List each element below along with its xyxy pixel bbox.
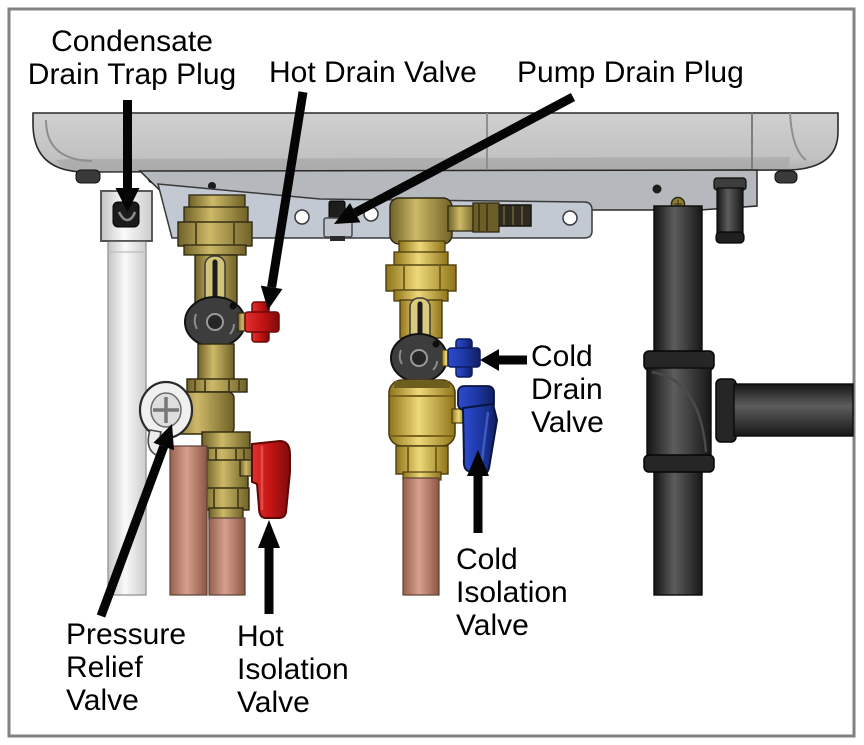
- label-hot-isolation-valve: Hot Isolation Valve: [237, 620, 349, 719]
- gas-pipe: [643, 177, 854, 596]
- pump-drain-plug-arrow: [334, 93, 576, 224]
- pump-body-part: [496, 204, 532, 227]
- prv-discharge-pipe: [169, 445, 208, 596]
- screw-icon: [652, 184, 662, 194]
- annotation-arrows: [96, 91, 576, 618]
- condensate-plug-arrow: [115, 100, 140, 212]
- pressure-relief-valve-arrow: [96, 424, 174, 618]
- water-heater-unit: [32, 112, 839, 184]
- cold-isolation-valve-arrow: [467, 450, 489, 533]
- bracket-hole: [562, 210, 578, 226]
- cold-drain-valve-knob: [447, 338, 481, 378]
- label-condensate-drain-trap-plug: Condensate Drain Trap Plug: [27, 25, 237, 91]
- hot-drain-valve-knob: [244, 301, 280, 343]
- cold-valve-assembly: [385, 197, 500, 596]
- gas-pipe-branch-flange: [715, 378, 737, 443]
- label-hot-drain-valve: Hot Drain Valve: [269, 56, 477, 89]
- hot-valve-assembly: [138, 194, 291, 596]
- label-cold-isolation-valve: Cold Isolation Valve: [456, 543, 568, 642]
- screw-icon: [208, 182, 216, 190]
- pipe-stub: [713, 177, 747, 244]
- cold-water-pipe: [402, 477, 440, 596]
- hot-isolation-valve-arrow: [258, 520, 280, 614]
- hot-drain-valve-arrow: [260, 91, 308, 310]
- cold-drain-valve-arrow: [480, 349, 527, 371]
- hot-water-pipe: [208, 517, 246, 596]
- cold-isolation-valve-handle: [457, 385, 499, 476]
- label-pump-drain-plug: Pump Drain Plug: [517, 56, 744, 89]
- bracket-hole: [294, 209, 310, 225]
- gas-pipe-branch: [733, 383, 854, 437]
- label-cold-drain-valve: Cold Drain Valve: [531, 340, 604, 439]
- figure-border: [7, 7, 856, 738]
- label-pressure-relief-valve: Pressure Relief Valve: [66, 618, 187, 717]
